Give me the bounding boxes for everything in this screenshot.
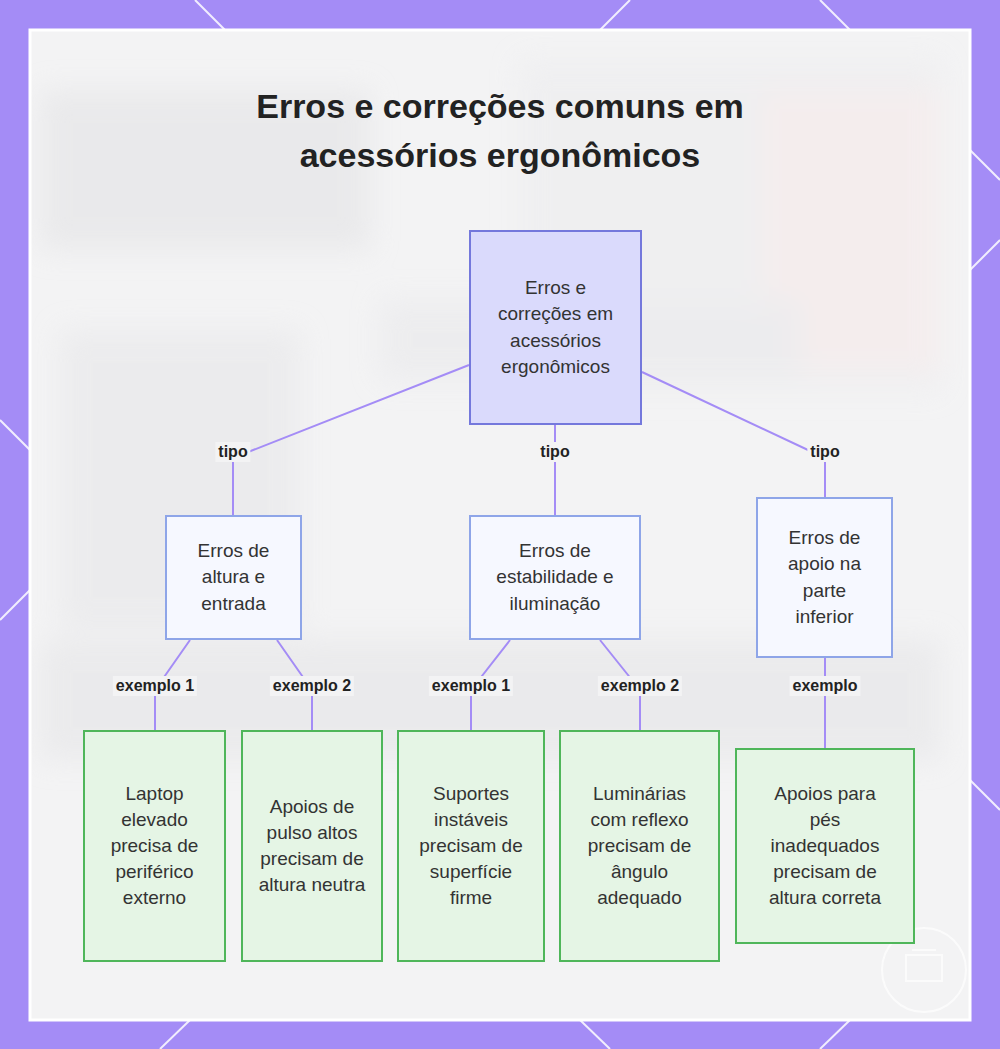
edge-label: exemplo 2 (270, 676, 354, 696)
edge-label: exemplo 1 (429, 676, 513, 696)
node-text: Erros de apoio na parte inferior (772, 525, 877, 629)
example-box: Luminárias com reflexo precisam de ângul… (559, 730, 720, 962)
root-box: Erros e correções em acessórios ergonômi… (469, 230, 642, 425)
node-text: Erros e correções em acessórios ergonômi… (493, 275, 618, 379)
node-text: Luminárias com reflexo precisam de ângul… (579, 781, 700, 911)
edge-label: exemplo 1 (113, 676, 197, 696)
category-box: Erros de altura e entrada (165, 515, 302, 640)
node-text: Apoios para pés inadequados precisam de … (757, 781, 893, 911)
node-text: Suportes instáveis precisam de superfíci… (411, 781, 531, 911)
panel (30, 30, 970, 1020)
node-text: Erros de altura e entrada (181, 538, 286, 616)
panel-border (30, 30, 970, 1020)
edge-label: exemplo 2 (598, 676, 682, 696)
edge-label: tipo (215, 442, 250, 462)
node-text: Laptop elevado precisa de periférico ext… (99, 781, 210, 911)
blurred-photo (40, 60, 940, 760)
example-box: Laptop elevado precisa de periférico ext… (83, 730, 226, 962)
connector (824, 658, 826, 748)
example-box: Apoios de pulso altos precisam de altura… (241, 730, 383, 962)
edge-label: tipo (807, 442, 842, 462)
title-text: Erros e correções comuns em acessórios e… (256, 87, 744, 174)
connector (642, 372, 825, 497)
edge-label: tipo (537, 442, 572, 462)
edge-label: exemplo (790, 676, 861, 696)
node-text: Apoios de pulso altos precisam de altura… (257, 794, 367, 898)
category-box: Erros de estabilidade e iluminação (469, 515, 641, 640)
connector (233, 365, 469, 515)
connector (554, 425, 556, 515)
example-box: Apoios para pés inadequados precisam de … (735, 748, 915, 944)
diagram-title: Erros e correções comuns em acessórios e… (200, 82, 800, 181)
category-box: Erros de apoio na parte inferior (756, 497, 893, 658)
node-text: Erros de estabilidade e iluminação (485, 538, 625, 616)
example-box: Suportes instáveis precisam de superfíci… (397, 730, 545, 962)
